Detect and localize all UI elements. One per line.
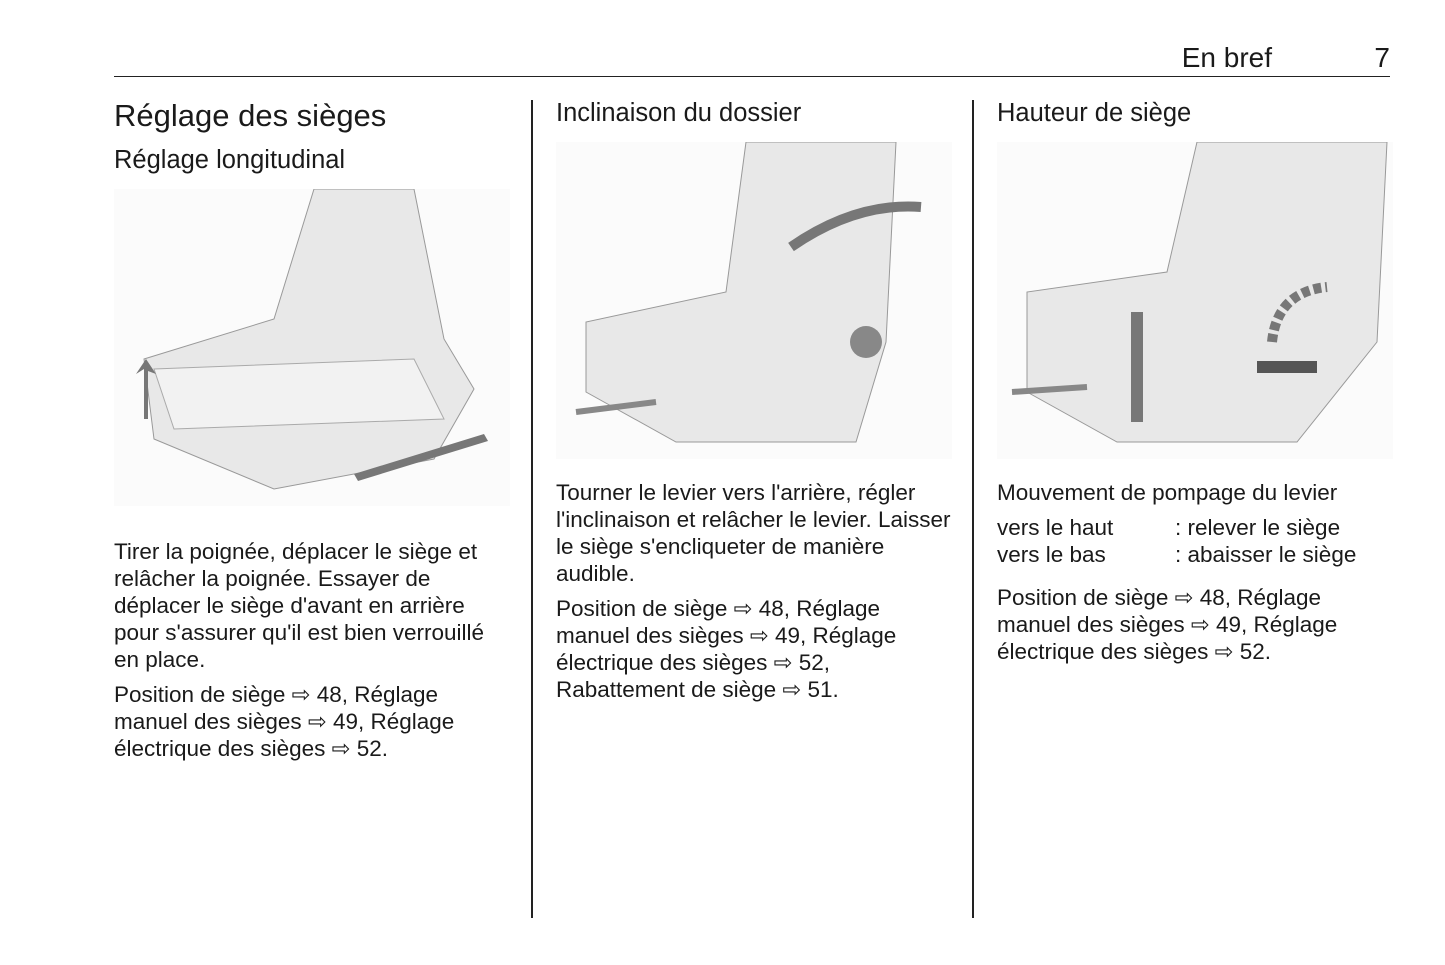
column-divider <box>531 100 533 918</box>
column-longitudinal: Réglage des sièges Réglage longitudinal … <box>114 98 512 770</box>
column-divider <box>972 100 974 918</box>
subheading: Inclinaison du dossier <box>556 99 802 127</box>
table-row: vers le bas : abaisser le siège <box>997 541 1356 568</box>
row-value: : abaisser le siège <box>1175 542 1357 567</box>
seat-backrest-illustration <box>556 141 952 459</box>
column-height: Hauteur de siège Mouvement de pompage du… <box>997 98 1395 673</box>
instruction-text: Tourner le levier vers l'arrière, régler… <box>556 480 951 586</box>
row-label: vers le haut <box>997 515 1114 540</box>
cross-references[interactable]: Position de siège ⇨ 48, Réglage manuel d… <box>556 596 897 702</box>
cross-references[interactable]: Position de siège ⇨ 48, Réglage manuel d… <box>997 585 1338 664</box>
subheading: Réglage longitudinal <box>114 146 346 174</box>
page-header: En bref 7 <box>114 40 1390 77</box>
subheading: Hauteur de siège <box>997 99 1192 127</box>
instruction-text: Mouvement de pompage du levier <box>997 480 1338 505</box>
row-label: vers le bas <box>997 542 1106 567</box>
page-number: 7 <box>1374 42 1390 73</box>
section-heading: Réglage des sièges <box>114 98 387 133</box>
row-value: : relever le siège <box>1175 515 1341 540</box>
cross-references[interactable]: Position de siège ⇨ 48, Réglage manuel d… <box>114 682 455 761</box>
action-table: vers le haut : relever le siège vers le b… <box>997 514 1356 568</box>
seat-height-illustration <box>997 141 1393 459</box>
section-title: En bref <box>1181 42 1272 73</box>
instruction-text: Tirer la poignée, déplacer le siège et r… <box>114 539 485 672</box>
column-backrest: Inclinaison du dossier Tourner le levier… <box>556 98 954 711</box>
table-row: vers le haut : relever le siège <box>997 514 1356 541</box>
seat-longitudinal-illustration <box>114 188 510 506</box>
